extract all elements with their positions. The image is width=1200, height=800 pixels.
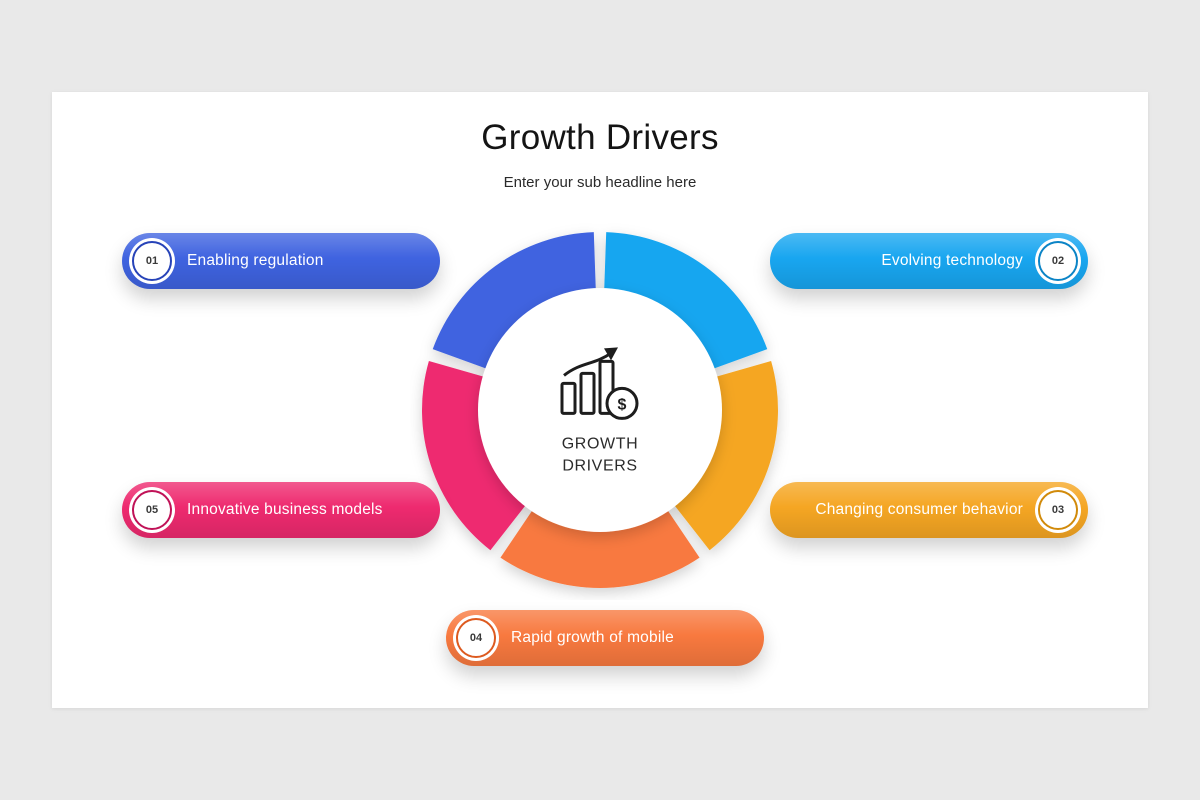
item-number-badge: 01 — [132, 241, 172, 281]
donut-center-content: $ GROWTH DRIVERS — [510, 343, 690, 476]
item-pill-evolving-technology: 02 Evolving technology — [770, 233, 1088, 289]
donut-segment-enabling-regulation — [432, 232, 596, 370]
center-label-line2: DRIVERS — [562, 457, 638, 474]
item-number-badge: 03 — [1038, 490, 1078, 530]
item-number-badge: 05 — [132, 490, 172, 530]
item-number-badge: 04 — [456, 618, 496, 658]
item-label: Rapid growth of mobile — [511, 629, 674, 646]
item-number-badge: 02 — [1038, 241, 1078, 281]
donut-segment-rapid-growth-of-mobile — [500, 507, 700, 589]
item-pill-enabling-regulation: 01 Enabling regulation — [122, 233, 440, 289]
item-label: Evolving technology — [881, 252, 1023, 269]
donut-segment-changing-consumer-behavior — [672, 360, 778, 551]
slide: Growth Drivers Enter your sub headline h… — [52, 92, 1148, 708]
item-pill-innovative-business-models: 05 Innovative business models — [122, 482, 440, 538]
donut-segment-innovative-business-models — [422, 360, 528, 551]
page-title: Growth Drivers — [481, 118, 719, 157]
item-label: Innovative business models — [187, 501, 383, 518]
donut-chart: $ GROWTH DRIVERS — [410, 220, 790, 600]
donut-center-label: GROWTH DRIVERS — [510, 433, 690, 476]
growth-chart-dollar-icon: $ — [560, 347, 639, 420]
donut-segment-evolving-technology — [604, 232, 768, 370]
item-pill-changing-consumer-behavior: 03 Changing consumer behavior — [770, 482, 1088, 538]
item-label: Changing consumer behavior — [815, 501, 1023, 518]
svg-text:$: $ — [618, 396, 627, 413]
item-label: Enabling regulation — [187, 252, 324, 269]
center-label-line1: GROWTH — [561, 435, 639, 453]
item-pill-rapid-growth-of-mobile: 04 Rapid growth of mobile — [446, 610, 764, 666]
page-subtitle: Enter your sub headline here — [503, 174, 697, 191]
